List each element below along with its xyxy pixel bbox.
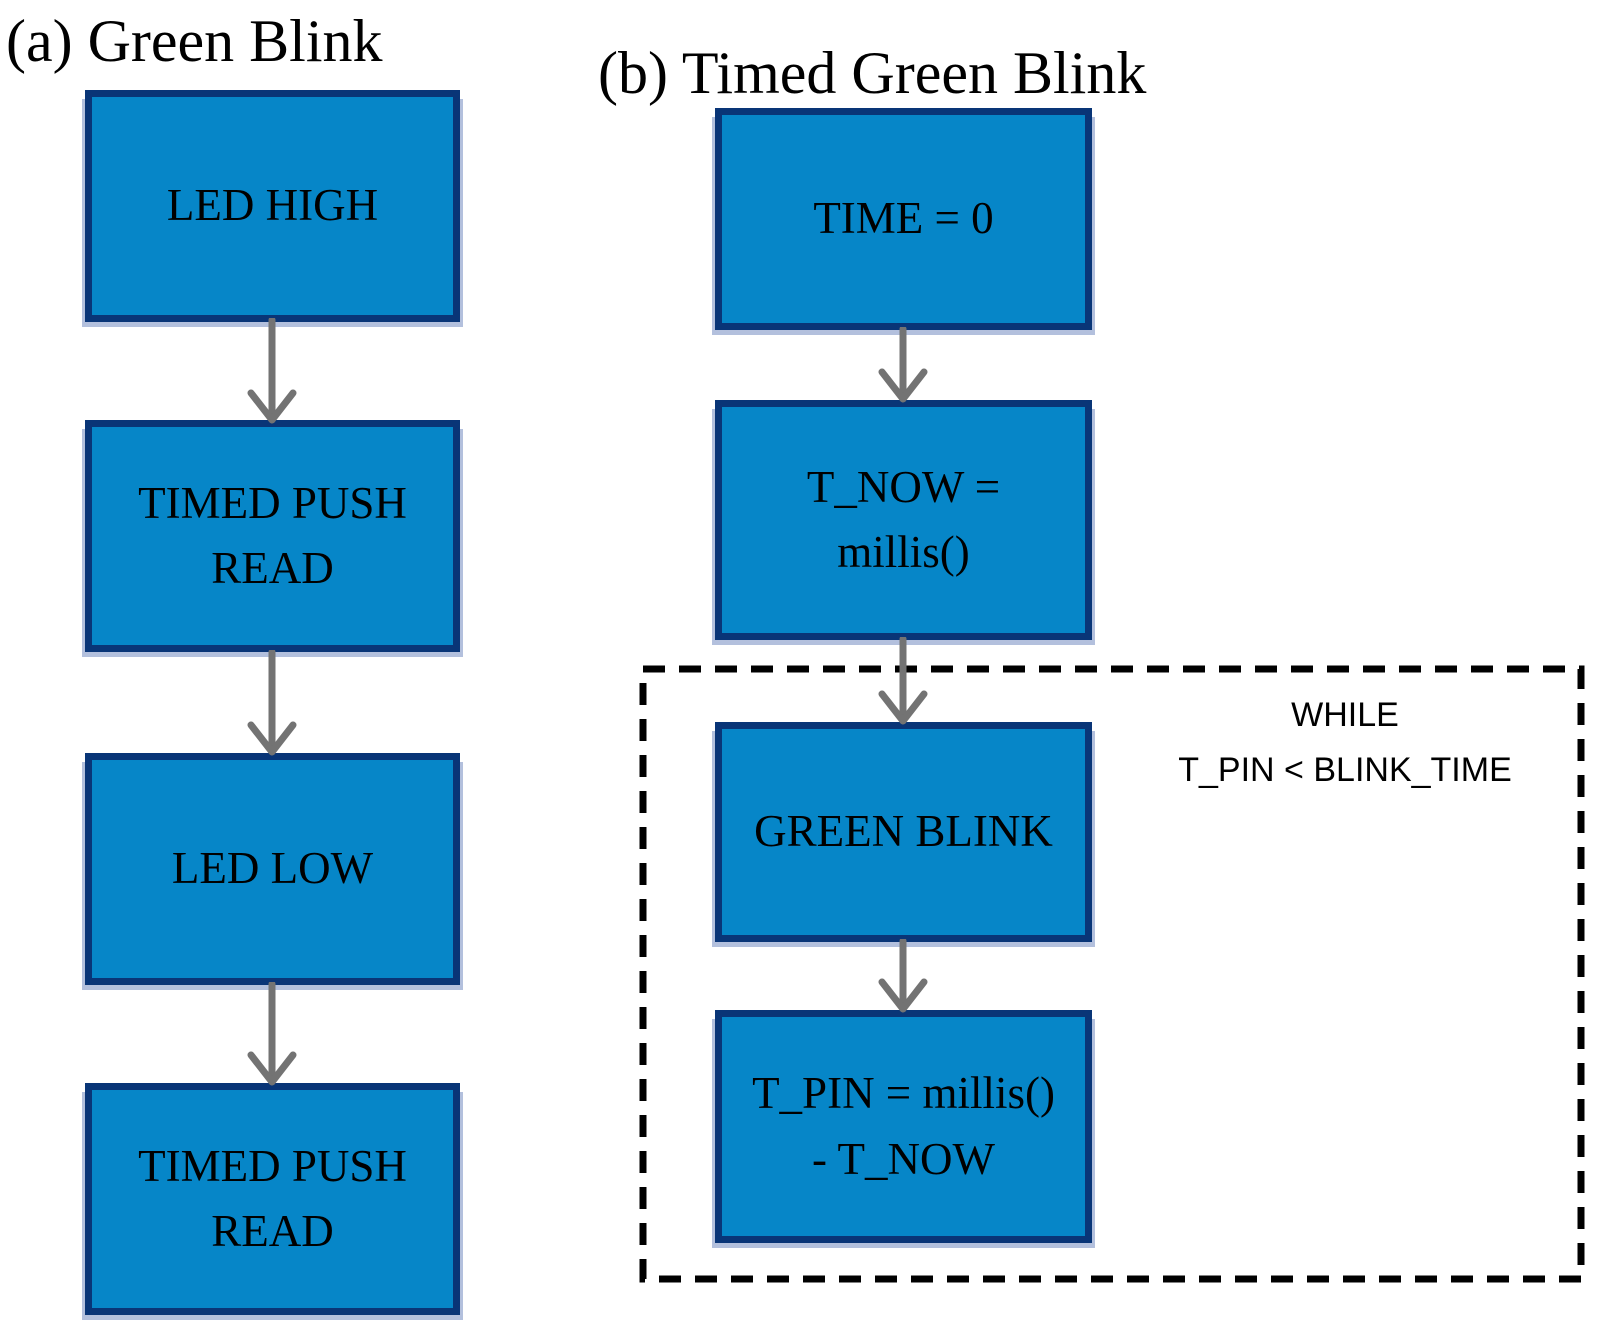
box-label: TIME = 0 (813, 193, 994, 244)
box-label: TIMED PUSH READ (138, 477, 407, 593)
box-t-pin-millis: T_PIN = millis() - T_NOW (715, 1010, 1092, 1243)
down-arrow-connector (878, 939, 928, 1013)
down-arrow-connector (878, 327, 928, 403)
box-timed-push-read-2: TIMED PUSH READ (85, 1083, 460, 1315)
box-green-blink: GREEN BLINK (715, 722, 1092, 942)
box-label: TIMED PUSH READ (138, 1140, 407, 1256)
while-loop-label-line1: WHILE (1291, 696, 1399, 734)
box-time-zero: TIME = 0 (715, 108, 1092, 330)
box-led-high: LED HIGH (85, 90, 460, 322)
box-label: T_PIN = millis() - T_NOW (752, 1068, 1055, 1184)
box-label: GREEN BLINK (754, 806, 1053, 857)
down-arrow-connector (878, 637, 928, 725)
box-label: T_NOW = millis() (806, 461, 1001, 577)
section-a-title: (a) Green Blink (6, 8, 383, 74)
while-loop-label: WHILE T_PIN < BLINK_TIME (1115, 688, 1575, 798)
box-t-now-millis: T_NOW = millis() (715, 400, 1092, 640)
down-arrow-connector (247, 318, 297, 424)
box-led-low: LED LOW (85, 753, 460, 985)
while-loop-boundary (639, 665, 1585, 1283)
box-timed-push-read-1: TIMED PUSH READ (85, 420, 460, 652)
down-arrow-connector (247, 650, 297, 756)
while-loop-label-line2: T_PIN < BLINK_TIME (1178, 751, 1512, 789)
down-arrow-connector (247, 982, 297, 1086)
section-b-title: (b) Timed Green Blink (598, 40, 1147, 106)
box-label: LED LOW (171, 843, 374, 894)
box-label: LED HIGH (166, 180, 379, 231)
